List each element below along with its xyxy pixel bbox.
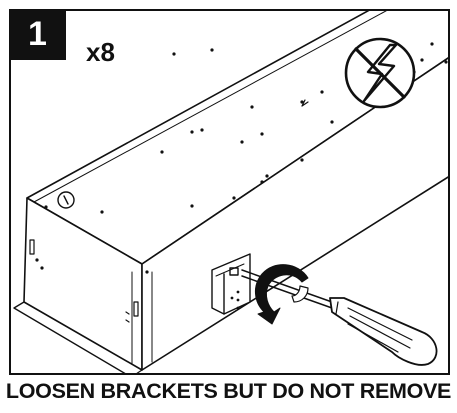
instruction-caption: LOOSEN BRACKETS BUT DO NOT REMOVE	[5, 379, 452, 403]
end-slots	[29, 239, 139, 323]
screwdriver	[241, 269, 438, 366]
step-number-badge: 1	[9, 9, 66, 60]
fixture-diagram	[13, 11, 448, 373]
ground-marker	[57, 191, 75, 209]
rotation-arrow	[255, 264, 309, 325]
mounting-bracket	[211, 253, 251, 315]
no-power-icon	[344, 37, 416, 109]
quantity-label: x8	[86, 37, 115, 67]
diagram-frame	[9, 9, 450, 375]
direction-arrow-mark	[301, 99, 309, 107]
